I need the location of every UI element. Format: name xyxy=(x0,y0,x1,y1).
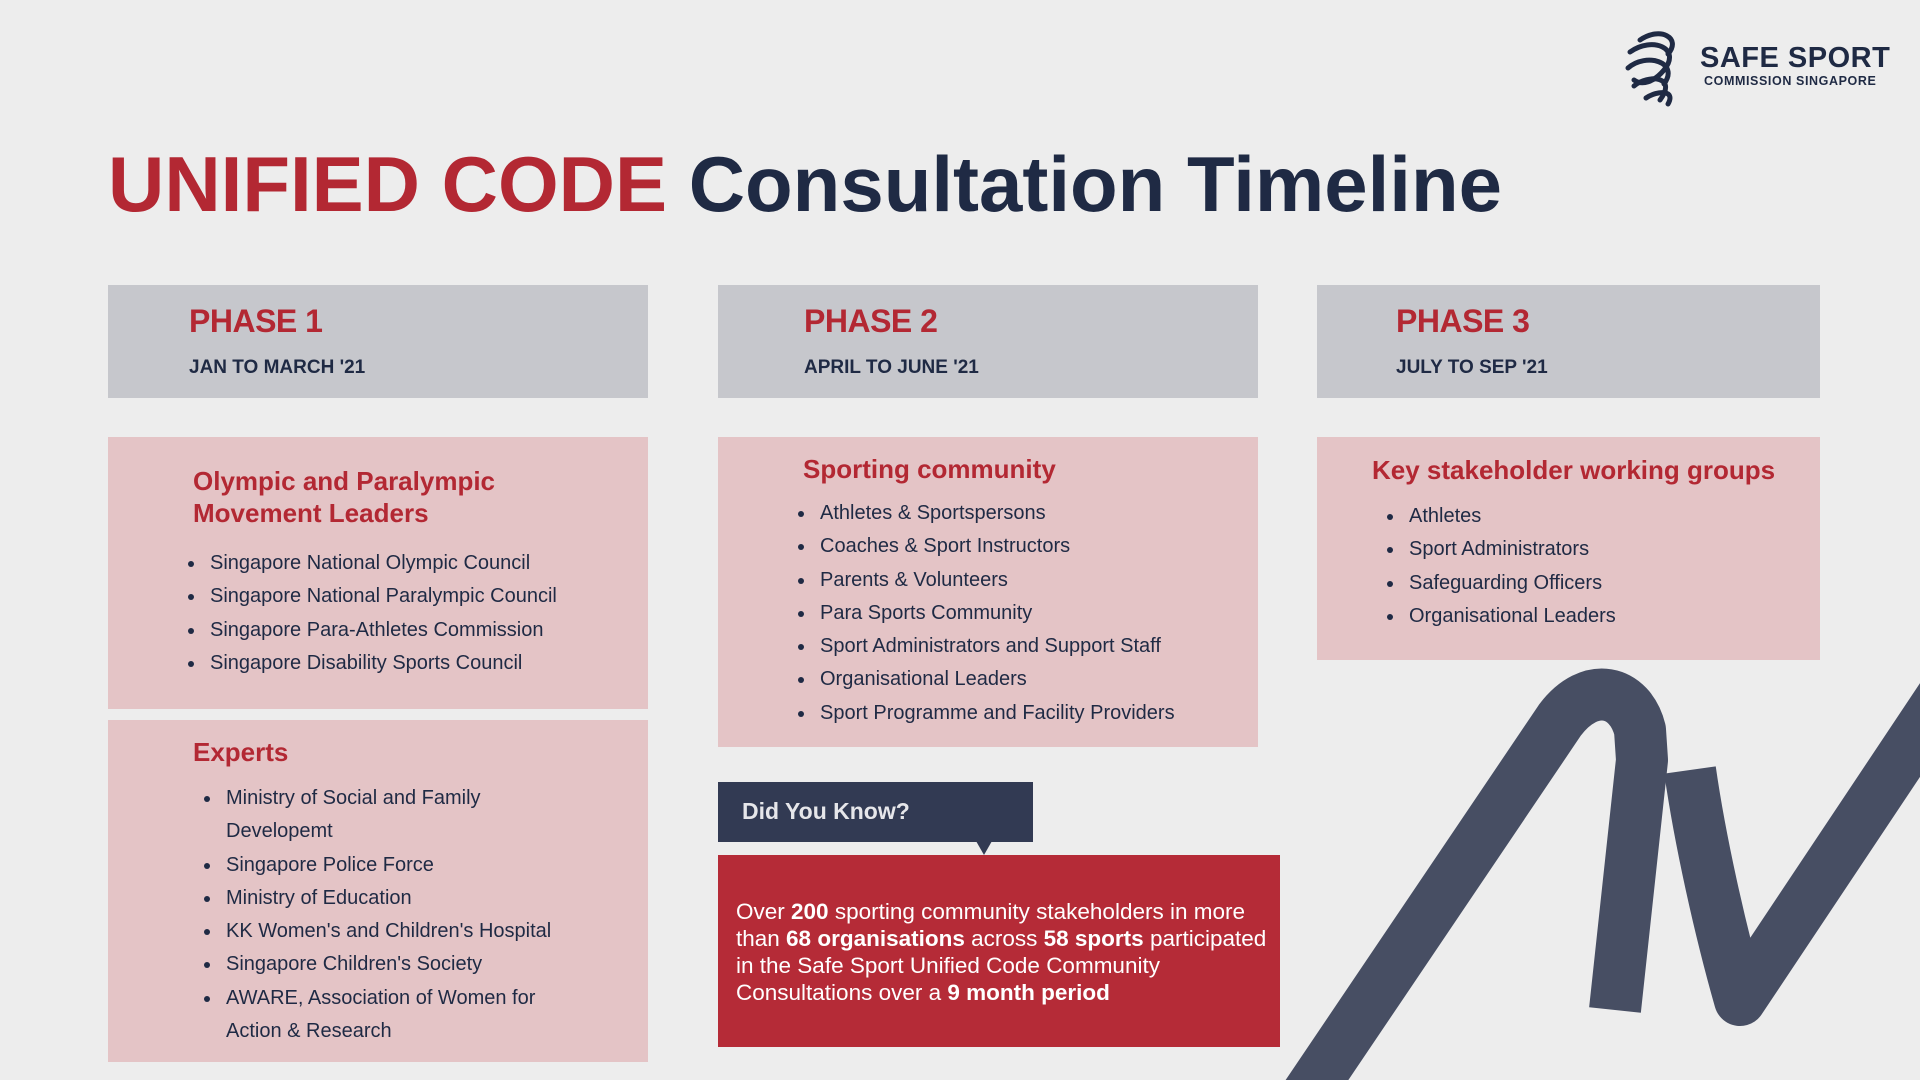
phase-title: PHASE 1 xyxy=(189,303,323,339)
title-rest: Consultation Timeline xyxy=(688,140,1502,228)
experts-card: Experts Ministry of Social and Family De… xyxy=(108,720,648,1062)
fact-highlight: 68 organisations xyxy=(786,926,965,951)
did-you-know-header: Did You Know? xyxy=(718,782,1033,842)
list-item: Parents & Volunteers xyxy=(816,564,1175,597)
card-title: Key stakeholder working groups xyxy=(1372,455,1776,485)
fact-highlight: 9 month period xyxy=(947,980,1110,1005)
list-item: AWARE, Association of Women for Action &… xyxy=(222,982,582,1049)
page-title: UNIFIED CODE Consultation Timeline xyxy=(108,138,1502,230)
olympic-leaders-list: Singapore National Olympic Council Singa… xyxy=(180,547,557,680)
list-item: Singapore National Paralympic Council xyxy=(206,580,557,613)
title-highlight: UNIFIED CODE xyxy=(108,140,668,228)
stakeholder-groups-list: Athletes Sport Administrators Safeguardi… xyxy=(1379,500,1616,633)
list-item: Organisational Leaders xyxy=(816,663,1175,696)
list-item: Sport Administrators xyxy=(1405,533,1616,566)
fact-text: sporting community stakeholders in more … xyxy=(736,899,1245,951)
fact-text: Over xyxy=(736,899,792,924)
fact-text: participated in the Safe Sport Unified C… xyxy=(736,926,1267,1005)
list-item: KK Women's and Children's Hospital xyxy=(222,915,582,948)
safe-sport-logo: SAFE SPORT COMMISSION SINGAPORE xyxy=(1620,28,1890,108)
olympic-leaders-card: Olympic and Paralympic Movement Leaders … xyxy=(108,437,648,709)
safe-sport-swirl-icon xyxy=(1625,31,1675,107)
list-item: Singapore National Olympic Council xyxy=(206,547,557,580)
card-title: Sporting community xyxy=(803,454,1056,484)
list-item: Athletes & Sportspersons xyxy=(816,497,1175,530)
list-item: Ministry of Social and Family Developemt xyxy=(222,782,582,849)
sporting-community-card: Sporting community Athletes & Sportspers… xyxy=(718,437,1258,747)
list-item: Sport Administrators and Support Staff xyxy=(816,630,1175,663)
phase-title: PHASE 3 xyxy=(1396,303,1530,339)
list-item: Athletes xyxy=(1405,500,1616,533)
decorative-swoosh-graphic xyxy=(1285,668,1920,1080)
phase-title: PHASE 2 xyxy=(804,303,938,339)
card-title: Experts xyxy=(193,737,289,767)
list-item: Singapore Children's Society xyxy=(222,948,582,981)
list-item: Coaches & Sport Instructors xyxy=(816,530,1175,563)
callout-pointer-icon xyxy=(976,841,992,855)
card-title-line: Movement Leaders xyxy=(193,498,429,528)
did-you-know-box: Over 200 sporting community stakeholders… xyxy=(718,855,1280,1047)
phase-date: JAN TO MARCH '21 xyxy=(189,357,366,378)
phase-2-header: PHASE 2 APRIL TO JUNE '21 xyxy=(718,285,1258,398)
phase-date: APRIL TO JUNE '21 xyxy=(804,357,979,378)
card-title-line: Olympic and Paralympic xyxy=(193,466,496,496)
did-you-know-text: Over 200 sporting community stakeholders… xyxy=(736,898,1276,1006)
card-title: Olympic and Paralympic Movement Leaders xyxy=(193,465,495,529)
list-item: Para Sports Community xyxy=(816,597,1175,630)
list-item: Ministry of Education xyxy=(222,882,582,915)
phase-date: JULY TO SEP '21 xyxy=(1396,357,1548,378)
fact-text: across xyxy=(964,926,1044,951)
fact-highlight: 58 sports xyxy=(1043,926,1144,951)
list-item: Sport Programme and Facility Providers xyxy=(816,697,1175,730)
list-item: Singapore Para-Athletes Commission xyxy=(206,614,557,647)
list-item: Safeguarding Officers xyxy=(1405,567,1616,600)
logo-title: SAFE SPORT xyxy=(1700,42,1891,74)
logo-subtitle: COMMISSION SINGAPORE xyxy=(1704,74,1877,88)
phase-3-header: PHASE 3 JULY TO SEP '21 xyxy=(1317,285,1820,398)
did-you-know-label: Did You Know? xyxy=(742,798,910,824)
fact-highlight: 200 xyxy=(791,899,829,924)
list-item: Singapore Police Force xyxy=(222,849,582,882)
sporting-community-list: Athletes & Sportspersons Coaches & Sport… xyxy=(790,497,1175,730)
phase-1-header: PHASE 1 JAN TO MARCH '21 xyxy=(108,285,648,398)
experts-list: Ministry of Social and Family Developemt… xyxy=(196,782,582,1048)
list-item: Singapore Disability Sports Council xyxy=(206,647,557,680)
list-item: Organisational Leaders xyxy=(1405,600,1616,633)
stakeholder-groups-card: Key stakeholder working groups Athletes … xyxy=(1317,437,1820,660)
